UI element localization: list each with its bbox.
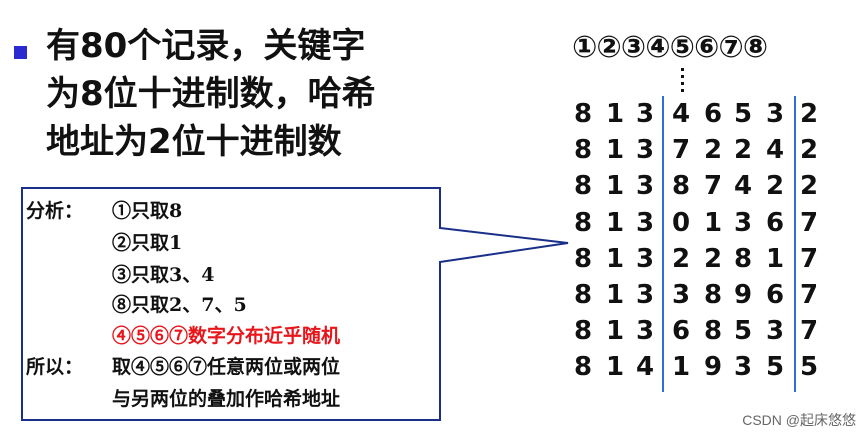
digit-cell: 6 xyxy=(765,207,785,238)
digit-cell: 0 xyxy=(671,207,691,238)
digit-cell: 3 xyxy=(733,352,753,383)
digit-cell: 1 xyxy=(671,352,691,383)
digit-cell: 1 xyxy=(605,316,625,347)
digit-cell: 1 xyxy=(765,243,785,274)
digit-cell: 9 xyxy=(733,280,753,310)
digit-cell: 1 xyxy=(703,207,723,238)
digit-cell: 2 xyxy=(703,243,723,274)
digit-cell: 3 xyxy=(765,316,785,347)
digit-cell: 8 xyxy=(573,135,593,166)
digit-cell: 8 xyxy=(573,99,593,129)
column-separator xyxy=(662,96,664,392)
digit-cell: 3 xyxy=(671,280,691,310)
analysis-highlight: ④⑤⑥⑦数字分布近乎随机 xyxy=(112,325,341,347)
digit-cell: 1 xyxy=(605,99,625,129)
digit-cell: 6 xyxy=(703,99,723,129)
digit-cell: 1 xyxy=(605,243,625,274)
digit-cell: 8 xyxy=(703,316,723,347)
digit-cell: 5 xyxy=(733,316,753,347)
analysis-item: ②只取1 xyxy=(112,232,183,254)
column-separator xyxy=(794,96,796,392)
digit-cell: 4 xyxy=(733,171,753,202)
digit-cell: 9 xyxy=(703,352,723,383)
heading-line: 有80个记录，关键字 xyxy=(46,26,366,66)
digit-cell: 8 xyxy=(671,171,691,202)
bullet-square-icon xyxy=(14,46,27,59)
analysis-callout: 分析： ①只取8 ②只取1 ③只取3、4 ⑧只取2、7、5 ④⑤⑥⑦数字分布近乎… xyxy=(20,190,440,418)
digit-cell: 7 xyxy=(703,171,723,202)
digit-cell: 8 xyxy=(573,280,593,310)
digit-cell: 4 xyxy=(671,99,691,129)
digit-cell: 3 xyxy=(635,243,655,274)
digit-cell: 1 xyxy=(605,352,625,383)
digit-cell: 3 xyxy=(635,280,655,310)
analysis-item: ⑧只取2、7、5 xyxy=(112,294,247,316)
digit-cell: 2 xyxy=(765,171,785,202)
column-header: ①②③④⑤⑥⑦⑧ xyxy=(572,30,768,65)
digit-cell: 3 xyxy=(635,135,655,166)
digit-cell: 8 xyxy=(573,207,593,238)
digit-cell: 7 xyxy=(799,207,819,238)
digit-cell: 3 xyxy=(635,171,655,202)
digit-cell: 1 xyxy=(605,207,625,238)
digit-cell: 5 xyxy=(799,352,819,383)
analysis-label: 分析： xyxy=(26,200,84,222)
digit-cell: 6 xyxy=(671,316,691,347)
digit-cell: 2 xyxy=(799,171,819,202)
digit-cell: 3 xyxy=(635,207,655,238)
digit-cell: 5 xyxy=(765,352,785,383)
heading-line: 地址为2位十进制数 xyxy=(46,122,342,162)
digit-cell: 6 xyxy=(765,280,785,310)
digit-cell: 8 xyxy=(573,352,593,383)
analysis-item: ③只取3、4 xyxy=(112,264,215,286)
conclusion-line: 取④⑤⑥⑦任意两位或两位 xyxy=(112,356,341,378)
analysis-item: ①只取8 xyxy=(112,200,183,222)
conclusion-line: 与另两位的叠加作哈希地址 xyxy=(112,388,341,410)
digit-cell: 3 xyxy=(635,316,655,347)
digit-cell: 7 xyxy=(671,135,691,166)
digit-cell: 2 xyxy=(799,135,819,166)
digit-cell: 2 xyxy=(671,243,691,274)
page-title: 有80个记录，关键字 为8位十进制数，哈希 地址为2位十进制数 xyxy=(46,22,376,166)
digit-cell: 3 xyxy=(635,99,655,129)
conclusion-label: 所以： xyxy=(26,356,84,378)
digit-cell: 4 xyxy=(635,352,655,383)
digit-cell: 1 xyxy=(605,135,625,166)
digit-cell: 8 xyxy=(573,316,593,347)
digit-cell: 8 xyxy=(733,243,753,274)
digit-cell: 2 xyxy=(733,135,753,166)
digit-cell: 1 xyxy=(605,171,625,202)
digit-cell: 7 xyxy=(799,280,819,310)
digit-cell: 1 xyxy=(605,280,625,310)
digit-cell: 7 xyxy=(799,243,819,274)
digit-cell: 4 xyxy=(765,135,785,166)
heading-line: 为8位十进制数，哈希 xyxy=(46,74,376,114)
digit-cell: 8 xyxy=(573,171,593,202)
digit-cell: 8 xyxy=(703,280,723,310)
digit-cell: 2 xyxy=(703,135,723,166)
digit-cell: 5 xyxy=(733,99,753,129)
dotted-pointer xyxy=(680,68,686,96)
digit-cell: 7 xyxy=(799,316,819,347)
digit-cell: 2 xyxy=(799,99,819,129)
digit-cell: 8 xyxy=(573,243,593,274)
digit-cell: 3 xyxy=(765,99,785,129)
digit-cell: 3 xyxy=(733,207,753,238)
watermark: CSDN @起床悠悠 xyxy=(742,412,856,428)
